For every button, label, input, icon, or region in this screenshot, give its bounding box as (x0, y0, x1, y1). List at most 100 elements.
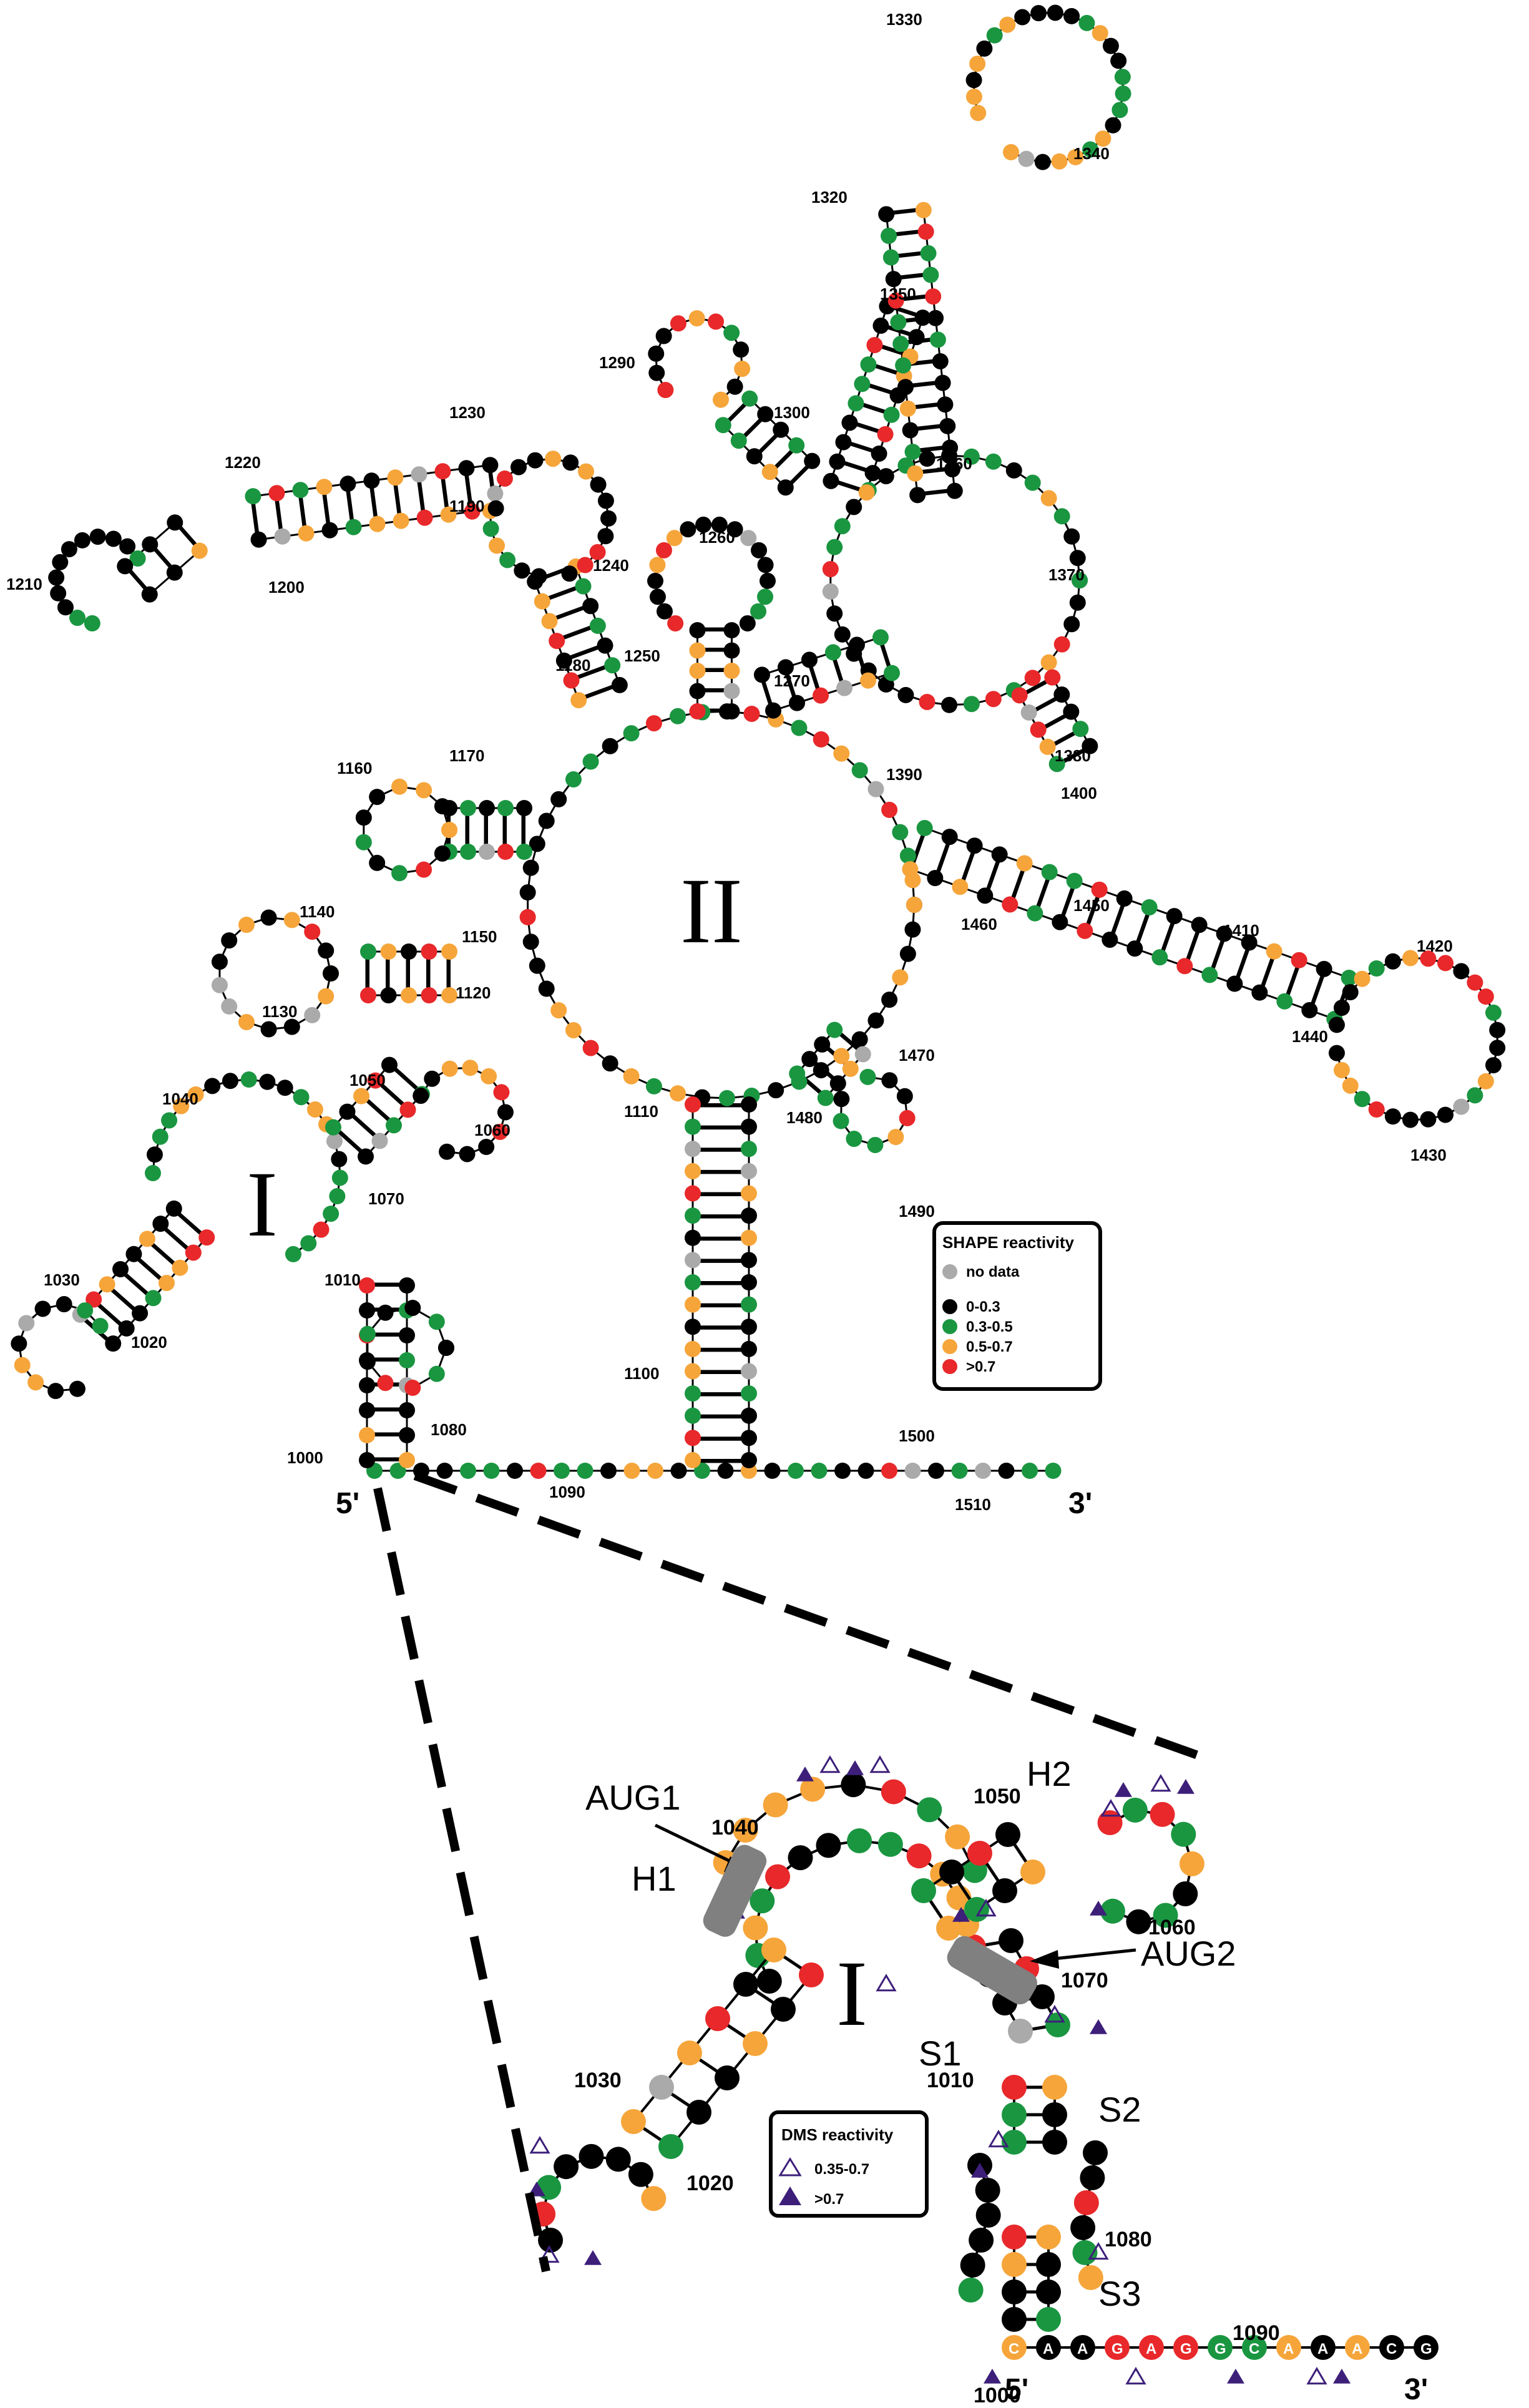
nucleotide (259, 1073, 276, 1090)
nucleotide (623, 1463, 640, 1479)
nucleotide (750, 603, 767, 620)
zoom-nucleotide (1002, 2252, 1027, 2277)
nucleotide (899, 847, 916, 864)
position-label: 1370 (1048, 565, 1085, 584)
nucleotide (260, 1021, 277, 1038)
zoom-nucleotide (765, 1864, 791, 1889)
nucleotide (117, 558, 134, 575)
zoom-nucleotide-letter: C (1386, 2341, 1397, 2357)
nucleotide (1014, 9, 1031, 26)
nucleotide (268, 485, 285, 502)
nucleotide (718, 1089, 735, 1106)
nucleotide (919, 693, 935, 710)
zoom-nucleotide (936, 1916, 961, 1941)
nucleotide (434, 463, 451, 480)
aug1-arrow (654, 1823, 741, 1868)
dms-marker (952, 1907, 970, 1922)
nucleotide (530, 568, 547, 585)
zoom-nucleotide (906, 1843, 932, 1869)
nucleotide (872, 629, 889, 646)
nucleotide (833, 745, 850, 762)
nucleotide (1453, 1098, 1470, 1115)
nucleotide (146, 1146, 163, 1163)
zoom-nucleotide (1036, 2335, 1061, 2360)
nucleotide (522, 859, 539, 876)
position-label: 1400 (1061, 784, 1097, 802)
position-label: 1210 (6, 575, 42, 593)
nucleotide (872, 317, 889, 334)
nucleotide (645, 1078, 662, 1094)
nucleotide (708, 313, 725, 330)
nucleotide (483, 1463, 500, 1479)
nucleotide (833, 1091, 850, 1108)
nucleotide (530, 1463, 547, 1479)
nucleotide (441, 822, 457, 838)
nucleotide (740, 530, 757, 547)
position-label: 1420 (1417, 937, 1453, 955)
zoom-nucleotide (1020, 1860, 1045, 1884)
nucleotide (937, 396, 954, 413)
nucleotide (1333, 1061, 1350, 1078)
nucleotide (562, 454, 579, 471)
nucleotide (458, 460, 475, 477)
dms-open-triangle-icon (778, 2157, 802, 2176)
nucleotide (965, 89, 982, 105)
nucleotide (757, 557, 774, 573)
domain-one-zoom: 1000101010201030104010501060107010801090… (528, 1755, 1439, 2407)
nucleotide (723, 324, 740, 341)
nucleotide (1341, 969, 1357, 986)
zoom-connector-right (413, 1471, 1203, 1761)
nucleotide (826, 539, 843, 555)
nucleotide (814, 1036, 831, 1053)
nucleotide (139, 1231, 155, 1247)
nucleotide (871, 445, 887, 462)
nucleotide (434, 845, 451, 862)
shape-legend-title: SHAPE reactivity (942, 1233, 1075, 1252)
nucleotide (829, 1075, 846, 1092)
nucleotide (404, 1299, 421, 1316)
zoom-position-label: 1070 (1061, 1969, 1108, 1992)
nucleotide (92, 1318, 109, 1334)
nucleotide (57, 599, 74, 616)
nucleotide (554, 1463, 570, 1479)
nucleotide (441, 987, 457, 1003)
nucleotide (656, 603, 673, 620)
nucleotide (300, 1235, 317, 1252)
nucleotide (105, 1335, 122, 1352)
zoom-nucleotide (538, 2228, 564, 2253)
nucleotides (11, 4, 1506, 1479)
nucleotide (689, 703, 706, 719)
nucleotide (1437, 955, 1454, 972)
zoom-nucleotide (628, 2162, 653, 2187)
nucleotide (380, 943, 397, 960)
nucleotide (854, 376, 871, 392)
nucleotide (1489, 1040, 1506, 1056)
nucleotide (904, 444, 921, 461)
nucleotide (428, 1365, 445, 1382)
nucleotide (904, 1463, 921, 1479)
nucleotide (846, 499, 862, 515)
nucleotide (723, 622, 740, 638)
nucleotide (685, 1430, 701, 1446)
dms-marker (1088, 2242, 1109, 2260)
nucleotide (1126, 940, 1143, 957)
nucleotide (739, 615, 756, 631)
dms-marker (819, 1755, 841, 1773)
nucleotide (1067, 149, 1084, 165)
nucleotide (944, 461, 960, 478)
nucleotide (52, 553, 69, 570)
dms-legend-title: DMS reactivity (781, 2125, 894, 2144)
nucleotide (1063, 528, 1080, 545)
nucleotide (597, 528, 614, 545)
zoom-nucleotide (750, 1888, 775, 1914)
nucleotide (1082, 738, 1098, 754)
nucleotide (817, 1089, 834, 1106)
nucleotide (18, 1315, 35, 1332)
nucleotide (909, 487, 926, 504)
nucleotide (970, 105, 987, 122)
position-label: 1140 (300, 902, 335, 921)
nucleotide (975, 1463, 991, 1479)
nucleotide (381, 1056, 398, 1073)
nucleotide (380, 987, 397, 1003)
nucleotide (1251, 984, 1268, 1001)
